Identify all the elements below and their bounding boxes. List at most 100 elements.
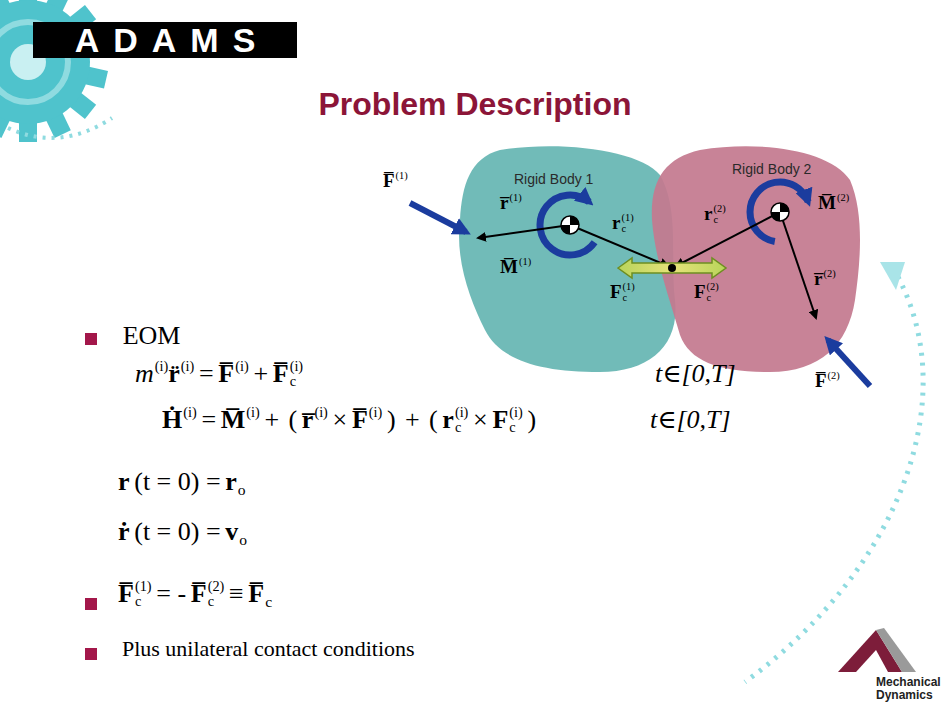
math-term: F̅ (118, 578, 134, 609)
subscript: c (135, 594, 152, 609)
superscript: (1) (519, 256, 531, 269)
superscript: (i) (155, 358, 169, 375)
math-term: r̅ (302, 404, 314, 435)
math-term: EOM (123, 320, 181, 351)
math-term: ≡ (229, 578, 244, 609)
subscript: c (623, 293, 635, 304)
math-term: F̅ (383, 170, 395, 193)
initial-condition: ṙ(t = 0) =vo (118, 516, 247, 547)
superscript: (i) (509, 405, 523, 420)
slide-title: Problem Description (0, 86, 950, 123)
bullet-square (85, 598, 97, 610)
superscript: (i) (246, 404, 260, 421)
company-logo-mark (856, 650, 888, 672)
superscript: (1) (623, 282, 635, 293)
equation: F̅(1)c= -F̅(2)c≡F̅c (118, 578, 272, 620)
superscript: (i) (455, 405, 469, 420)
force-label: F̅(2) (815, 370, 840, 393)
math-term: ) (527, 404, 536, 435)
force-label: F̅(1) (383, 170, 408, 193)
superscript: (i) (181, 358, 195, 375)
superscript: (2) (713, 204, 725, 215)
contact-vector (676, 212, 780, 266)
index-stack: (i)c (455, 405, 469, 435)
math-term: F̅ (218, 358, 234, 389)
applied-force-arrow (828, 340, 870, 386)
math-term: r̈ (168, 358, 180, 389)
superscript: (1) (509, 192, 521, 205)
body-shape (652, 146, 860, 372)
math-term: (t = 0) = (134, 516, 220, 547)
math-term: r (442, 404, 454, 435)
math-term: v (225, 516, 238, 547)
superscript: (1) (396, 170, 408, 183)
math-term: F (694, 281, 706, 304)
math-term: F (492, 404, 508, 435)
applied-force-arrow (410, 203, 466, 232)
index-stack: (i)c (509, 405, 523, 435)
bullet-square (85, 333, 97, 345)
subscript: c (265, 593, 272, 612)
moment-arrow (540, 195, 595, 255)
math-term: ) (387, 404, 396, 435)
subscript: c (621, 224, 633, 235)
body-name: Rigid Body 2 (732, 161, 811, 177)
math-term: (t = 0) = (134, 466, 220, 497)
center-of-mass-symbol (561, 216, 579, 234)
contact-point (668, 264, 676, 272)
equation: m(i)r̈(i)=F̅(i)+F̅(i)c (135, 358, 303, 400)
index-stack: (1)c (135, 579, 152, 609)
math-term: Plus unilateral contact conditions (122, 636, 415, 662)
position-vector (780, 212, 816, 318)
superscript: (i) (314, 404, 328, 421)
index-stack: (i)c (290, 359, 304, 389)
subscript: c (290, 374, 304, 389)
math-term: F (610, 281, 622, 304)
logo-box: ADAMS (33, 22, 297, 58)
math-term: Mechanical Dynamics (876, 675, 941, 702)
bullet-square (85, 648, 97, 660)
math-term: t∈[0,T] (655, 358, 736, 389)
logo-text: ADAMS (61, 23, 270, 57)
superscript: (2) (837, 192, 849, 205)
moment-label: M̅(2) (818, 192, 849, 215)
math-term: r̅ (500, 192, 508, 215)
math-term: = (201, 404, 216, 435)
math-term: r (612, 212, 620, 235)
math-term: = - (156, 578, 186, 609)
math-term: Ḣ (162, 404, 182, 435)
superscript: (1) (621, 213, 633, 224)
rigid-body: Rigid Body 2 (648, 140, 866, 376)
position-vector (478, 225, 570, 238)
bullet-text: EOM (118, 320, 185, 351)
math-term: m (135, 358, 154, 389)
gear-body (0, 0, 90, 124)
contact-force-label: F(2)c (694, 281, 719, 312)
bullet-text: Plus unilateral contact conditions (118, 636, 419, 662)
superscript: (2) (823, 268, 835, 281)
math-term: M̅ (500, 256, 518, 279)
math-term: ṙ (118, 516, 130, 547)
math-term: r (225, 466, 237, 497)
subscript: o (238, 481, 246, 500)
company-name: Mechanical Dynamics (876, 676, 944, 701)
superscript: (2) (707, 282, 719, 293)
index-stack: (1)c (621, 213, 633, 235)
contact-position-label: r(1)c (612, 212, 634, 243)
center-of-mass-symbol (771, 203, 789, 221)
index-stack: (2)c (208, 579, 225, 609)
math-term: × (473, 404, 488, 435)
math-term: + (264, 404, 279, 435)
subscript: o (239, 531, 247, 550)
math-term: F̅ (248, 578, 264, 609)
dotted-arc (8, 118, 112, 138)
math-term: + (253, 358, 268, 389)
moment-arrow (750, 182, 808, 242)
position-label: r̅(2) (814, 268, 836, 291)
math-term: t∈[0,T] (650, 404, 731, 435)
superscript: (i) (183, 404, 197, 421)
superscript: (i) (235, 358, 249, 375)
superscript: (2) (208, 579, 225, 594)
subscript: c (707, 293, 719, 304)
superscript: (i) (290, 359, 304, 374)
